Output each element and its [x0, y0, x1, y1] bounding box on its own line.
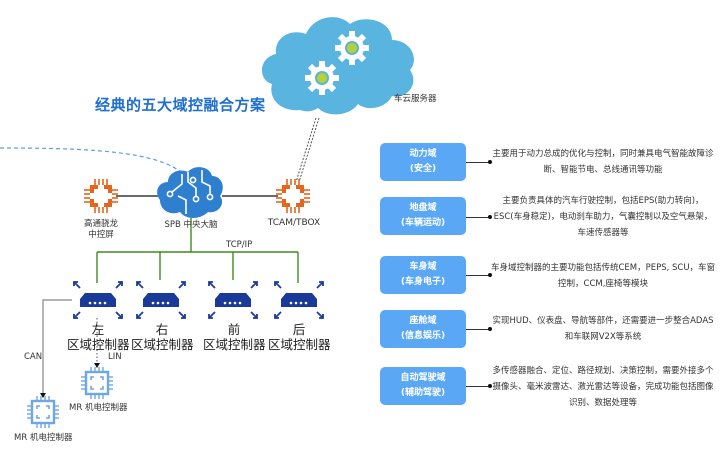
zone-name: 区域控制器 [268, 337, 331, 352]
domain-desc-adas: 多传感器融合、定位、路径规划、决策控制，需要外接多个摄像头、毫米波雷达、激光雷达… [492, 366, 714, 408]
tcp-ip-bus [96, 218, 299, 283]
zone-controller-rear[interactable]: 后 区域控制器 [268, 322, 331, 352]
zone-pos: 前 [227, 322, 241, 337]
domain-sub: (信息娱乐) [400, 331, 446, 341]
domain-box-body[interactable]: 车身域 (车身电子) [380, 256, 466, 294]
brain-circuit-icon [157, 167, 223, 218]
zone-controller-right[interactable]: 右 区域控制器 [131, 322, 194, 352]
bus-label: TCP/IP [226, 240, 253, 250]
zone-switch-icon [274, 281, 324, 319]
zone-controller-front[interactable]: 前 区域控制器 [203, 322, 266, 352]
domain-sub: (车身电子) [400, 277, 446, 287]
domain-connector [466, 162, 489, 163]
can-link [42, 299, 72, 393]
connector-dot [488, 215, 492, 219]
cockpit-label-line2: 中控屏 [88, 230, 114, 240]
tcam-label: TCAM/TBOX [267, 218, 321, 228]
zone-pos: 左 [91, 322, 105, 337]
zone-switch-icon [208, 281, 258, 319]
domain-connector [466, 329, 489, 330]
cockpit-label: 高通骁龙 中控屏 [81, 219, 121, 241]
connector-dot [488, 327, 492, 331]
domain-desc-chassis: 主要负责具体的汽车行驶控制，包括EPS(助力转向)，ESC(车身稳定)，电动刹车… [493, 196, 713, 238]
domain-box-powertrain[interactable]: 动力域 (安全) [380, 143, 466, 181]
chip-icon-cockpit [84, 179, 118, 213]
connector-dot [488, 160, 492, 164]
mr-controller-label-can: MR 机电控制器 [14, 433, 73, 443]
cloud-tcam-link [295, 117, 317, 183]
cloud-gears-icon [261, 17, 414, 115]
domain-box-chassis[interactable]: 地盘域 (车辆运动) [380, 197, 466, 235]
can-label: CAN [24, 352, 43, 362]
domain-name: 动力域 [409, 149, 437, 159]
connector-dot [488, 384, 492, 388]
domain-box-cockpit[interactable]: 座舱域 (信息娱乐) [380, 310, 466, 348]
lin-label: LIN [108, 352, 122, 362]
zone-pos: 后 [292, 322, 306, 337]
domain-desc-cockpit: 实现HUD、仪表盘、导航等部件，还需要进一步整合ADAS 和车联网V2X等系统 [492, 316, 714, 342]
zone-switch-icon [136, 281, 186, 319]
domain-connector [466, 217, 489, 218]
domain-box-adas[interactable]: 自动驾驶域 (辅助驾驶) [380, 367, 466, 405]
cockpit-label-line1: 高通骁龙 [83, 219, 118, 229]
domain-connector [466, 386, 489, 387]
dashed-link-to-spb [0, 147, 185, 176]
connector-dot [488, 273, 492, 277]
diagram-title: 经典的五大域控融合方案 [95, 96, 266, 114]
domain-name: 车身域 [409, 262, 437, 272]
domain-sub: (车辆运动) [400, 218, 446, 228]
zone-controller-left[interactable]: 左 区域控制器 [67, 322, 130, 352]
chip-icon-tcam [276, 179, 310, 213]
spb-label: SPB 中央大脑 [164, 220, 218, 230]
zone-switch-icon [73, 281, 123, 319]
mr-chip-icon [27, 396, 59, 428]
mr-controller-label-lin: MR 机电控制器 [69, 403, 128, 413]
domain-sub: (安全) [409, 164, 437, 174]
domain-desc-body: 车身域控制器的主要功能包括传统CEM，PEPS, SCU，车窗控制，CCM,座椅… [490, 263, 716, 289]
domain-desc-powertrain: 主要用于动力总成的优化与控制，同时兼具电气智能故障诊断、智能节电、总线通讯等功能 [492, 149, 714, 175]
zone-pos: 右 [155, 322, 169, 337]
cloud-server-label: 车云服务器 [394, 94, 437, 104]
zone-name: 区域控制器 [203, 337, 266, 352]
zone-name: 区域控制器 [67, 337, 130, 352]
mr-chip-icon [81, 367, 113, 399]
domain-connector [466, 275, 489, 276]
zone-name: 区域控制器 [131, 337, 194, 352]
domain-sub: (辅助驾驶) [400, 388, 446, 398]
domain-name: 座舱域 [409, 316, 437, 326]
domain-name: 自动驾驶域 [400, 373, 446, 383]
domain-name: 地盘域 [409, 203, 437, 213]
